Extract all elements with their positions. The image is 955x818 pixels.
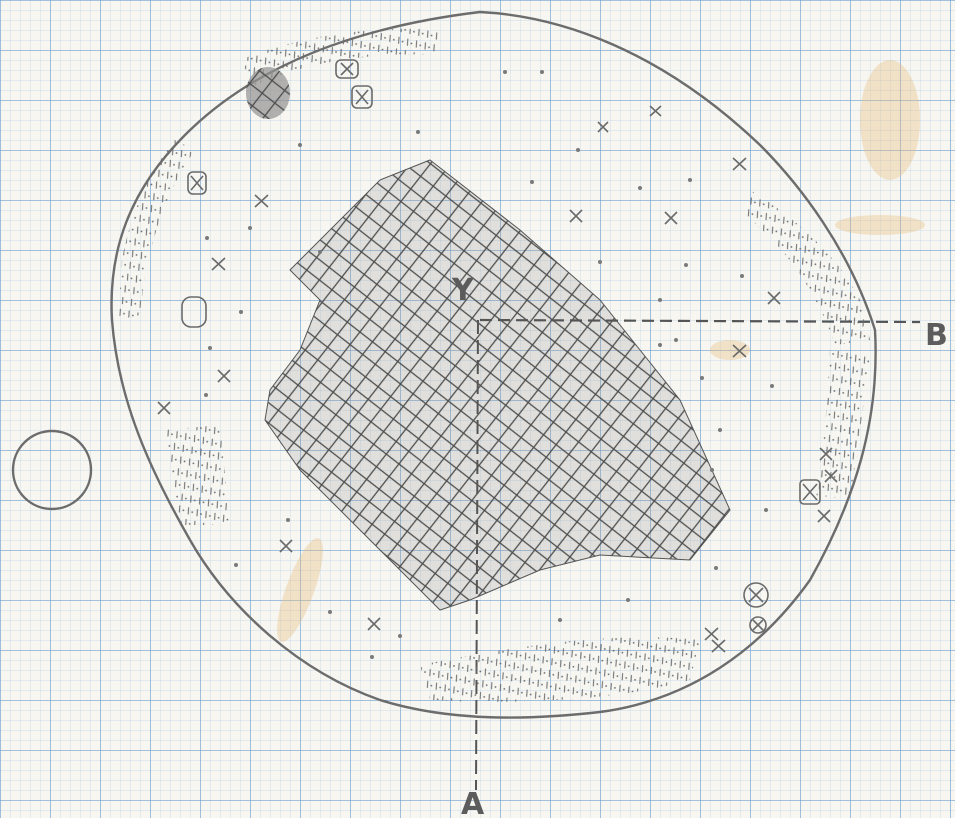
label-a: A: [461, 787, 485, 818]
label-b: B: [925, 318, 948, 353]
label-y: Y: [451, 273, 475, 308]
shaded-spot: [246, 67, 290, 119]
